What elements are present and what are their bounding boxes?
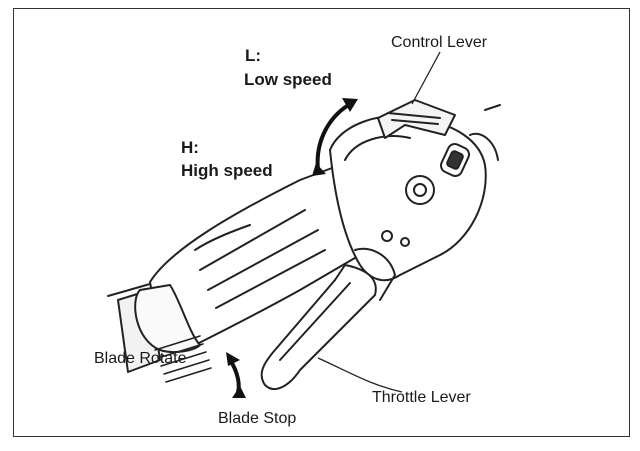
blade-arrow [228, 358, 241, 394]
throttle-lever-shape [260, 264, 377, 390]
grip-end [134, 284, 201, 354]
low-speed-label: Low speed [244, 70, 332, 89]
speed-arrow [315, 101, 354, 172]
blade-stop-label: Blade Stop [218, 410, 297, 427]
low-speed-key: L: [245, 46, 262, 65]
throttle-lever-label: Throttle Lever [372, 389, 471, 406]
control-lever-label: Control Lever [391, 34, 488, 51]
control-lever-shape [377, 99, 456, 139]
high-speed-key: H: [181, 138, 199, 157]
leader-throttle [317, 357, 403, 393]
high-speed-label: High speed [181, 161, 273, 180]
blade-rotate-label: Blade Rotate [94, 350, 187, 367]
leader-control [411, 51, 441, 105]
spring [154, 335, 212, 383]
